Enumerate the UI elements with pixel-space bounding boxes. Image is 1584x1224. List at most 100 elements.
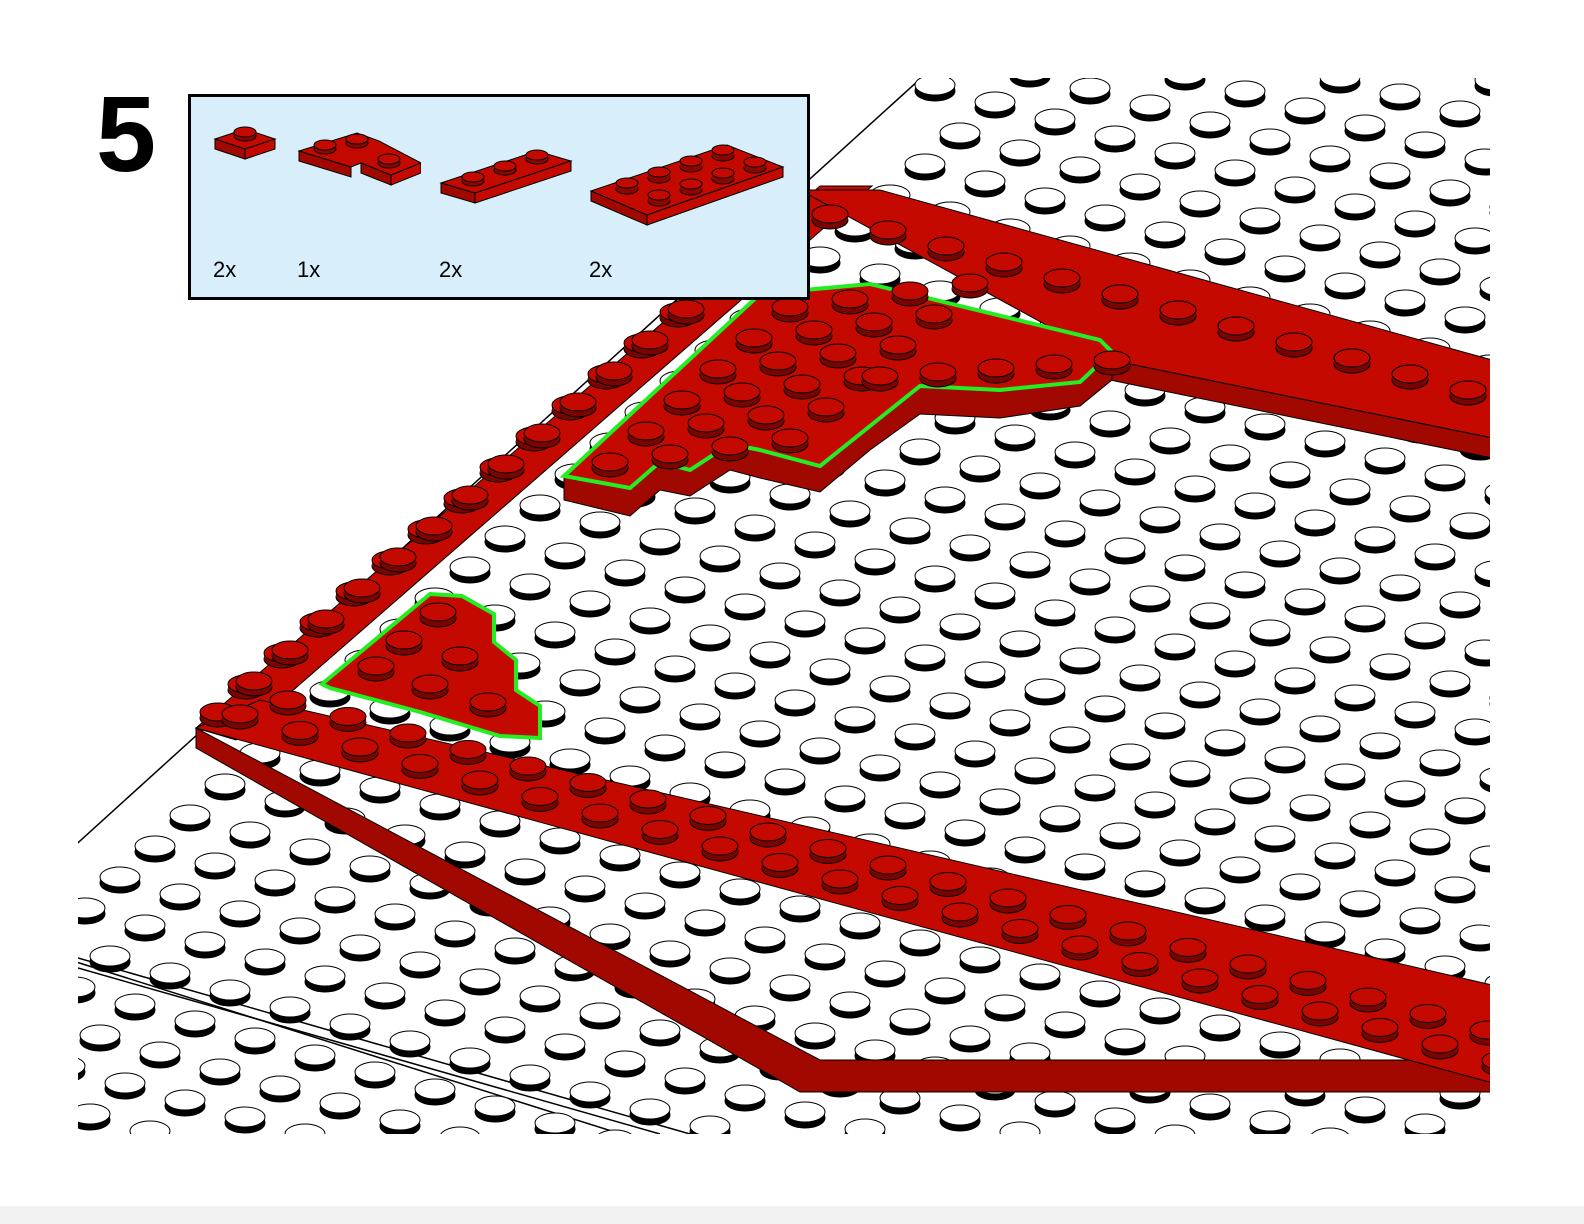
baseplate-stud <box>624 892 666 920</box>
baseplate-stud <box>594 638 636 666</box>
baseplate-stud <box>104 1072 146 1100</box>
baseplate-stud <box>1359 241 1401 269</box>
baseplate-stud <box>1099 822 1141 850</box>
baseplate-stud <box>78 1057 86 1081</box>
red-stud <box>1421 1034 1459 1060</box>
baseplate-stud <box>1474 78 1490 97</box>
red-stud <box>1449 380 1487 406</box>
baseplate-stud <box>199 1058 241 1086</box>
baseplate-stud <box>1419 258 1461 286</box>
baseplate-stud <box>259 1075 301 1103</box>
baseplate-stud <box>1339 890 1381 918</box>
baseplate-stud <box>1224 571 1266 599</box>
baseplate-stud <box>894 723 936 751</box>
red-stud <box>809 839 847 864</box>
baseplate-stud <box>1254 825 1296 853</box>
red-stud <box>919 362 957 388</box>
baseplate-stud <box>1094 1107 1136 1134</box>
baseplate-stud <box>449 556 491 584</box>
baseplate-stud <box>1500 609 1540 635</box>
red-stud <box>379 547 417 573</box>
red-stud <box>699 359 737 385</box>
red-stud <box>735 328 773 354</box>
baseplate-stud <box>1259 1031 1301 1059</box>
baseplate-stud <box>1344 114 1386 142</box>
baseplate-stud <box>914 565 956 593</box>
baseplate-stud <box>664 1067 706 1095</box>
plate-2x4-stud <box>743 156 767 174</box>
baseplate-stud <box>1454 227 1490 255</box>
baseplate-stud <box>1439 100 1481 128</box>
red-stud <box>1349 987 1387 1013</box>
baseplate-stud <box>399 951 441 979</box>
red-stud <box>221 704 259 730</box>
baseplate-stud <box>1264 255 1306 283</box>
red-stud <box>651 444 689 470</box>
plate-corner-2x2-icon <box>297 132 421 186</box>
red-stud <box>451 485 489 511</box>
baseplate-stud <box>1379 83 1421 111</box>
baseplate-stud <box>389 1030 431 1058</box>
baseplate-stud <box>1089 410 1131 438</box>
baseplate-stud <box>944 819 986 847</box>
baseplate-stud <box>674 497 716 525</box>
baseplate-stud <box>769 483 811 511</box>
red-stud <box>461 770 499 796</box>
baseplate-stud <box>1114 458 1156 486</box>
baseplate-stud <box>1084 204 1126 232</box>
baseplate-studs <box>78 78 1540 1134</box>
baseplate-stud <box>494 937 536 965</box>
baseplate-stud <box>999 1121 1041 1134</box>
baseplate-stud <box>414 1078 456 1106</box>
baseplate-stud <box>534 1112 576 1134</box>
baseplate-stud <box>534 621 576 649</box>
baseplate-stud <box>569 590 611 618</box>
red-stud <box>929 872 967 897</box>
red-stud <box>1093 350 1131 376</box>
baseplate-stud <box>999 139 1041 167</box>
baseplate-stud <box>349 855 391 883</box>
baseplate-stud <box>509 1064 551 1092</box>
baseplate-stud <box>129 1120 171 1134</box>
baseplate-stud <box>174 1010 216 1038</box>
baseplate-stud <box>1444 797 1486 825</box>
red-stud <box>1469 1020 1490 1046</box>
baseplate-stud <box>619 686 661 714</box>
baseplate-stud <box>1474 560 1490 588</box>
baseplate-stud <box>304 965 346 993</box>
baseplate-stud <box>1034 599 1076 627</box>
baseplate-stud <box>1034 108 1076 136</box>
baseplate-stud <box>1104 537 1146 565</box>
baseplate-stud <box>539 827 581 855</box>
red-stud <box>1101 284 1139 310</box>
red-stud <box>401 754 439 779</box>
red-stud <box>667 299 705 325</box>
baseplate-stud <box>884 802 926 830</box>
baseplate-stud <box>964 661 1006 689</box>
baseplate-stud <box>1204 729 1246 757</box>
baseplate-stud <box>604 1050 646 1078</box>
red-stud <box>807 397 845 423</box>
baseplate-stud <box>289 838 331 866</box>
baseplate-stud <box>1269 461 1311 489</box>
baseplate-stud <box>759 562 801 590</box>
plate-2x4-stud <box>679 155 703 173</box>
baseplate-stud <box>834 706 876 734</box>
baseplate-stud <box>1104 1028 1146 1056</box>
baseplate-stud <box>1249 1110 1291 1134</box>
baseplate-stud <box>434 920 476 948</box>
baseplate-stud <box>544 542 586 570</box>
baseplate-stud <box>639 528 681 556</box>
baseplate-stud <box>589 923 631 951</box>
baseplate-stud <box>1139 997 1181 1025</box>
plate-2x4-icon <box>589 144 785 226</box>
baseplate-stud <box>844 627 886 655</box>
red-plate-studs <box>199 204 1490 1075</box>
red-stud <box>1121 952 1159 977</box>
baseplate-stud <box>284 1123 326 1134</box>
baseplate-stud <box>1319 78 1361 94</box>
baseplate-stud <box>889 1008 931 1036</box>
baseplate-stud <box>1119 173 1161 201</box>
baseplate-stud <box>134 835 176 863</box>
red-stud <box>701 836 739 862</box>
